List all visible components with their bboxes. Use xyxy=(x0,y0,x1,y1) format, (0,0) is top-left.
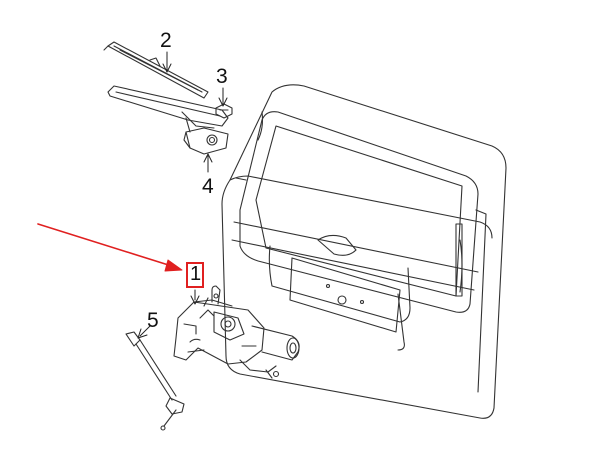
leader-lines xyxy=(137,51,228,339)
wiper-arm xyxy=(107,85,229,133)
wiper-cap xyxy=(183,127,229,155)
callout-part-5: 5 xyxy=(147,309,159,332)
washer-hose xyxy=(125,331,185,431)
wiper-motor xyxy=(173,285,300,379)
liftgate-door xyxy=(221,84,507,419)
callout-part-2: 2 xyxy=(160,29,172,52)
callout-part-4: 4 xyxy=(202,175,214,198)
part-1-highlight-box xyxy=(186,262,204,288)
pointer-arrow xyxy=(37,223,183,272)
wiper-blade xyxy=(103,41,209,99)
callout-part-1: 1 xyxy=(190,263,202,285)
callout-part-3: 3 xyxy=(216,65,228,88)
